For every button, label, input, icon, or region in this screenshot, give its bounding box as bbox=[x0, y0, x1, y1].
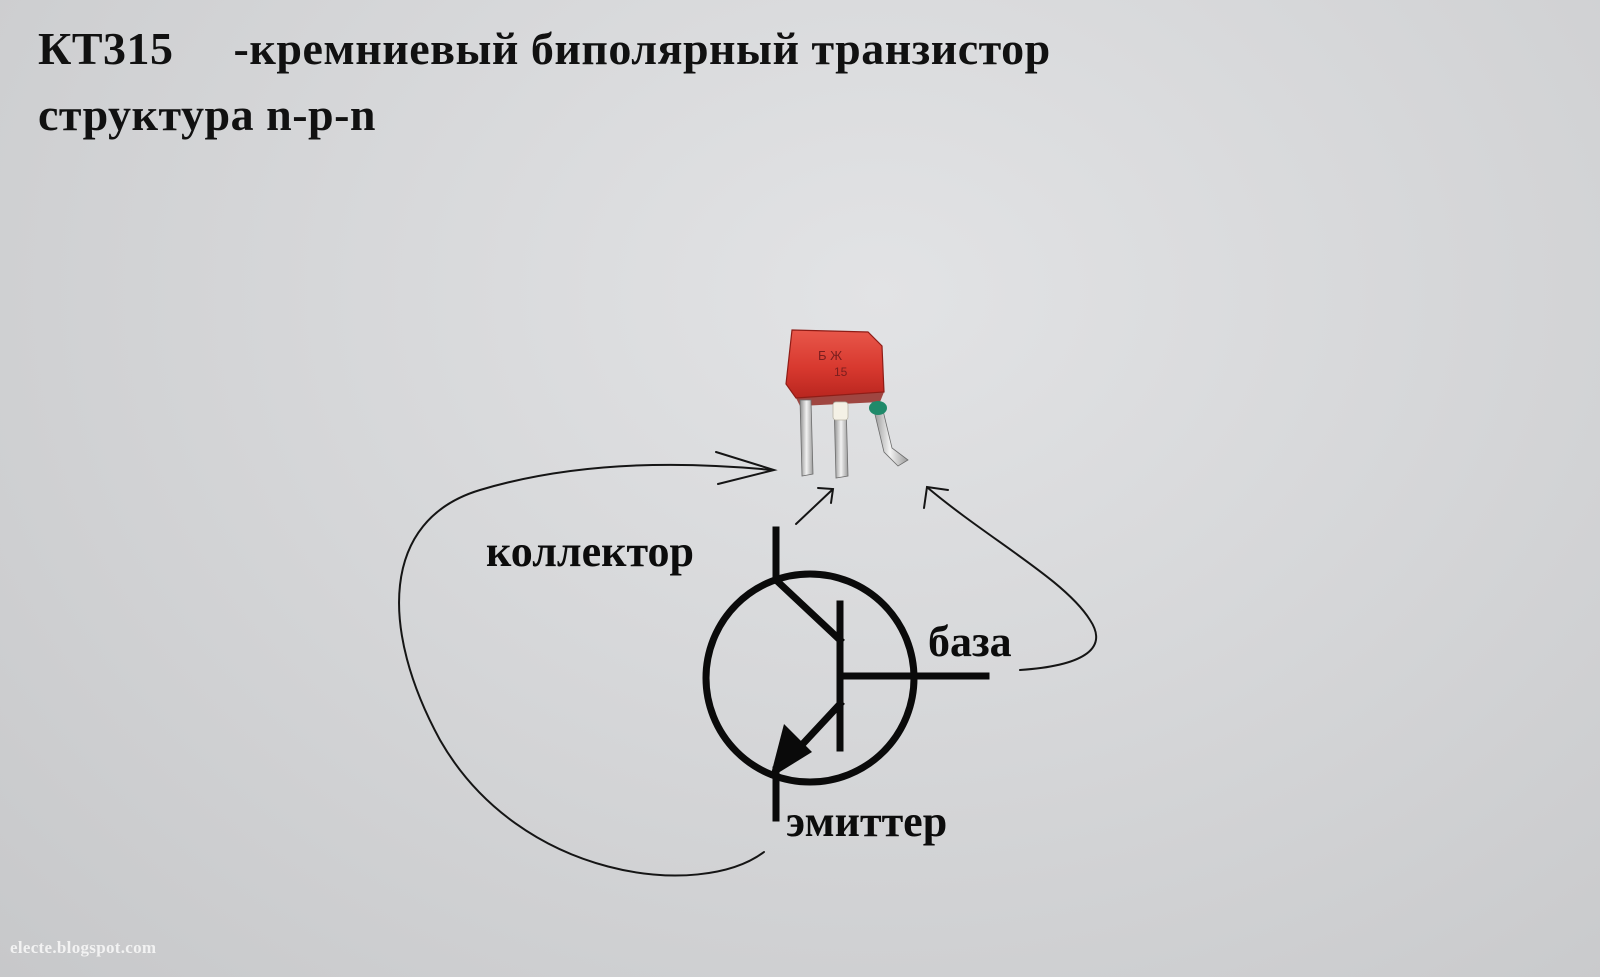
collector-diagonal bbox=[771, 575, 845, 645]
transistor-body-shadow bbox=[796, 392, 884, 406]
label-collector: коллектор bbox=[486, 527, 694, 576]
hand-drawn-arrows bbox=[398, 451, 1097, 877]
green-dot bbox=[869, 401, 887, 415]
collector-arrow-head bbox=[817, 487, 835, 504]
emitter-arrow-symbol bbox=[770, 724, 812, 778]
pin-left bbox=[799, 399, 814, 477]
collector-arrow-line bbox=[795, 489, 833, 525]
transistor-body bbox=[785, 329, 885, 399]
emitter-to-left-pin-curve bbox=[398, 463, 773, 877]
base-to-right-pin-curve bbox=[927, 487, 1097, 671]
component-marking-line1: Б Ж bbox=[818, 348, 842, 363]
emitter-arrow-head bbox=[715, 451, 778, 485]
label-emitter: эмиттер bbox=[786, 797, 948, 846]
base-arrow-head bbox=[923, 485, 949, 509]
title-line-2: структура n-p-n bbox=[38, 89, 377, 140]
kt315-component-photo: Б Ж 15 bbox=[785, 329, 909, 479]
pin-middle-sleeve bbox=[832, 401, 849, 421]
watermark: electe.blogspot.com bbox=[10, 938, 157, 957]
title-line-1: КТ315 -кремниевый биполярный транзистор bbox=[38, 23, 1051, 74]
component-marking-line2: 15 bbox=[834, 365, 848, 379]
label-base: база bbox=[928, 617, 1012, 666]
npn-schematic-symbol bbox=[702, 526, 990, 822]
